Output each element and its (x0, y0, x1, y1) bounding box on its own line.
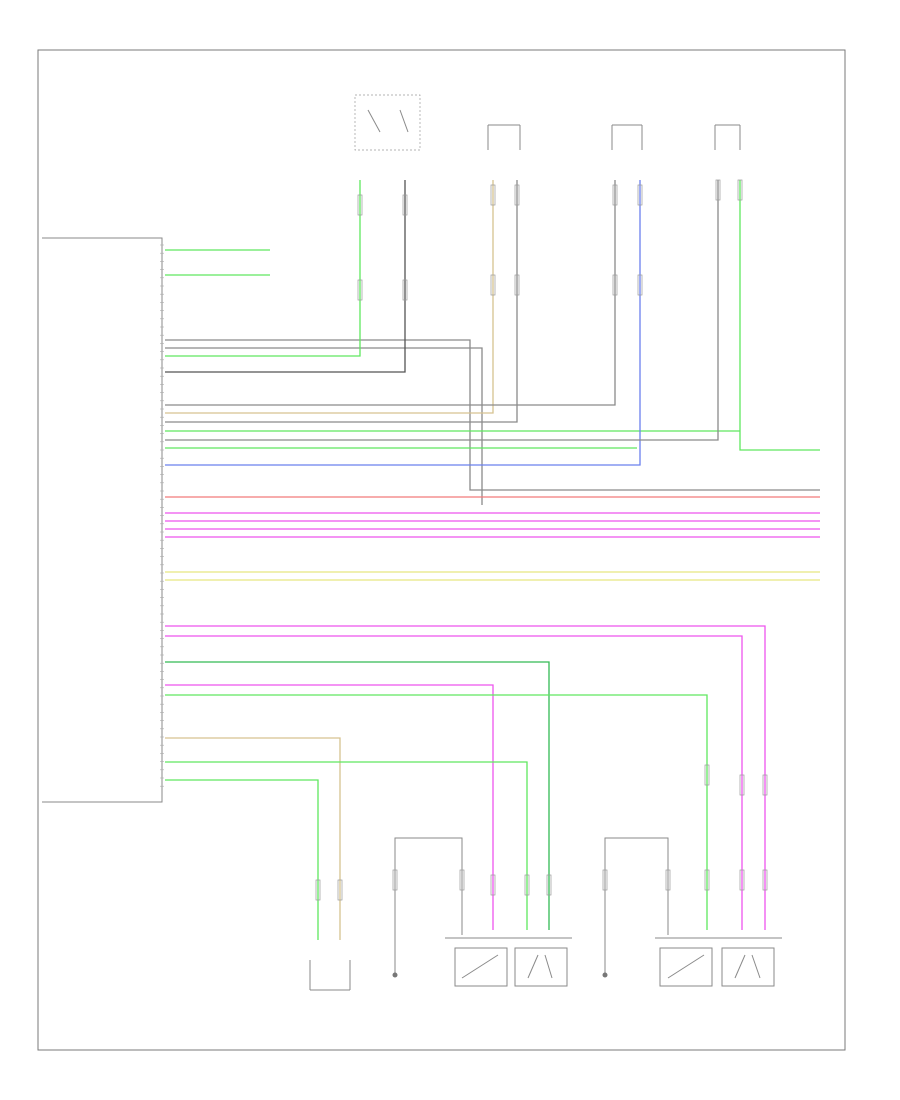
inline-connector (715, 179, 721, 201)
inline-connector (704, 764, 710, 786)
inline-connector (524, 874, 530, 896)
wire-w03 (165, 339, 820, 491)
inline-connector (490, 184, 496, 206)
top-sensor-1 (487, 124, 521, 150)
wire-w06 (165, 180, 406, 373)
inline-connector (737, 179, 743, 201)
inline-connector (357, 279, 363, 301)
top-switch (354, 94, 421, 151)
inline-connector (762, 869, 768, 891)
inline-connector (665, 869, 671, 891)
wire-w24 (165, 684, 494, 930)
wire-w04 (165, 347, 483, 505)
bottom-sensor-left (309, 960, 351, 991)
wire-w23 (165, 661, 550, 930)
diagram-frame (37, 49, 846, 1051)
inline-connector (637, 274, 643, 296)
ground-loops (392, 837, 669, 978)
inline-connector (602, 869, 608, 891)
inline-connector (546, 874, 552, 896)
inline-connector (459, 869, 465, 891)
inline-connectors (315, 179, 768, 901)
inline-connector (315, 879, 321, 901)
inline-connector (490, 874, 496, 896)
passenger-seat-assembly (445, 937, 572, 987)
inline-connector (402, 279, 408, 301)
inline-connector (337, 879, 343, 901)
driver-seat-assembly (655, 937, 782, 987)
wire-w28 (165, 779, 319, 940)
wire-w10 (165, 180, 820, 451)
wire-w26 (165, 737, 341, 940)
inline-connector (637, 184, 643, 206)
inline-connector (514, 184, 520, 206)
top-sensor-2 (611, 124, 643, 150)
wire-w05 (165, 180, 361, 357)
control-module-outline (42, 237, 163, 803)
inline-connector (739, 774, 745, 796)
top-sensor-3 (714, 124, 741, 150)
inline-connector (612, 184, 618, 206)
wire-w13 (165, 180, 719, 441)
inline-connector (490, 274, 496, 296)
wire-w09 (165, 180, 518, 423)
inline-connector (402, 194, 408, 216)
inline-connector (357, 194, 363, 216)
inline-connector (739, 869, 745, 891)
inline-connector (704, 869, 710, 891)
inline-connector (392, 869, 398, 891)
inline-connector (612, 274, 618, 296)
wire-w21 (165, 625, 766, 930)
inline-connector (514, 274, 520, 296)
wire-w27 (165, 761, 528, 930)
inline-connector (762, 774, 768, 796)
wire-w22 (165, 635, 743, 930)
module-pin-labels (160, 244, 164, 787)
wires (165, 180, 820, 940)
wire-w08 (165, 180, 616, 406)
wire-w07 (165, 180, 494, 414)
wire-w25 (165, 694, 708, 930)
